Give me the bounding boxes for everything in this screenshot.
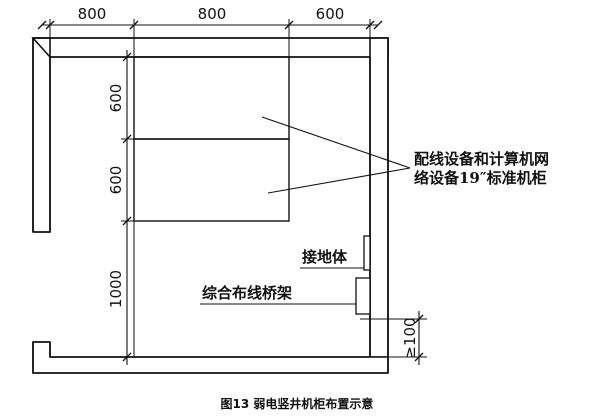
dim-top-1: 800: [78, 5, 107, 23]
extension-lines: [49, 19, 427, 358]
dim-left-upper: 600: [107, 84, 125, 113]
dim-right-bottom: ≥100: [401, 317, 419, 358]
wall-lines: [32, 37, 389, 374]
leader-lines: [200, 116, 411, 305]
dim-left-middle: 600: [107, 166, 125, 195]
top-wall: [31, 37, 389, 58]
cabinet-lower: [133, 138, 290, 222]
wall-fixtures: [355, 235, 371, 315]
dimension-ticks: [45, 20, 424, 362]
cabinets: [133, 56, 290, 222]
grounding-body: [363, 235, 371, 271]
label-tray: 综合布线桥架: [202, 284, 292, 302]
dim-top-3: 600: [316, 5, 345, 23]
label-cabinet-line1: 配线设备和计算机网: [414, 150, 549, 168]
walls: [31, 37, 389, 374]
dim-top-2: 800: [198, 5, 227, 23]
label-cabinet-line2: 络设备19″标准机柜: [414, 169, 547, 187]
figure-caption: 图13 弱电竖井机柜布置示意: [221, 396, 374, 411]
dimension-lines: [37, 20, 420, 365]
top-right-corner: [369, 37, 389, 358]
label-grounding: 接地体: [302, 248, 348, 266]
cable-tray: [355, 277, 371, 315]
dim-left-lower: 1000: [107, 270, 125, 308]
left-wall: [32, 37, 51, 233]
cabinet-upper: [133, 56, 290, 140]
